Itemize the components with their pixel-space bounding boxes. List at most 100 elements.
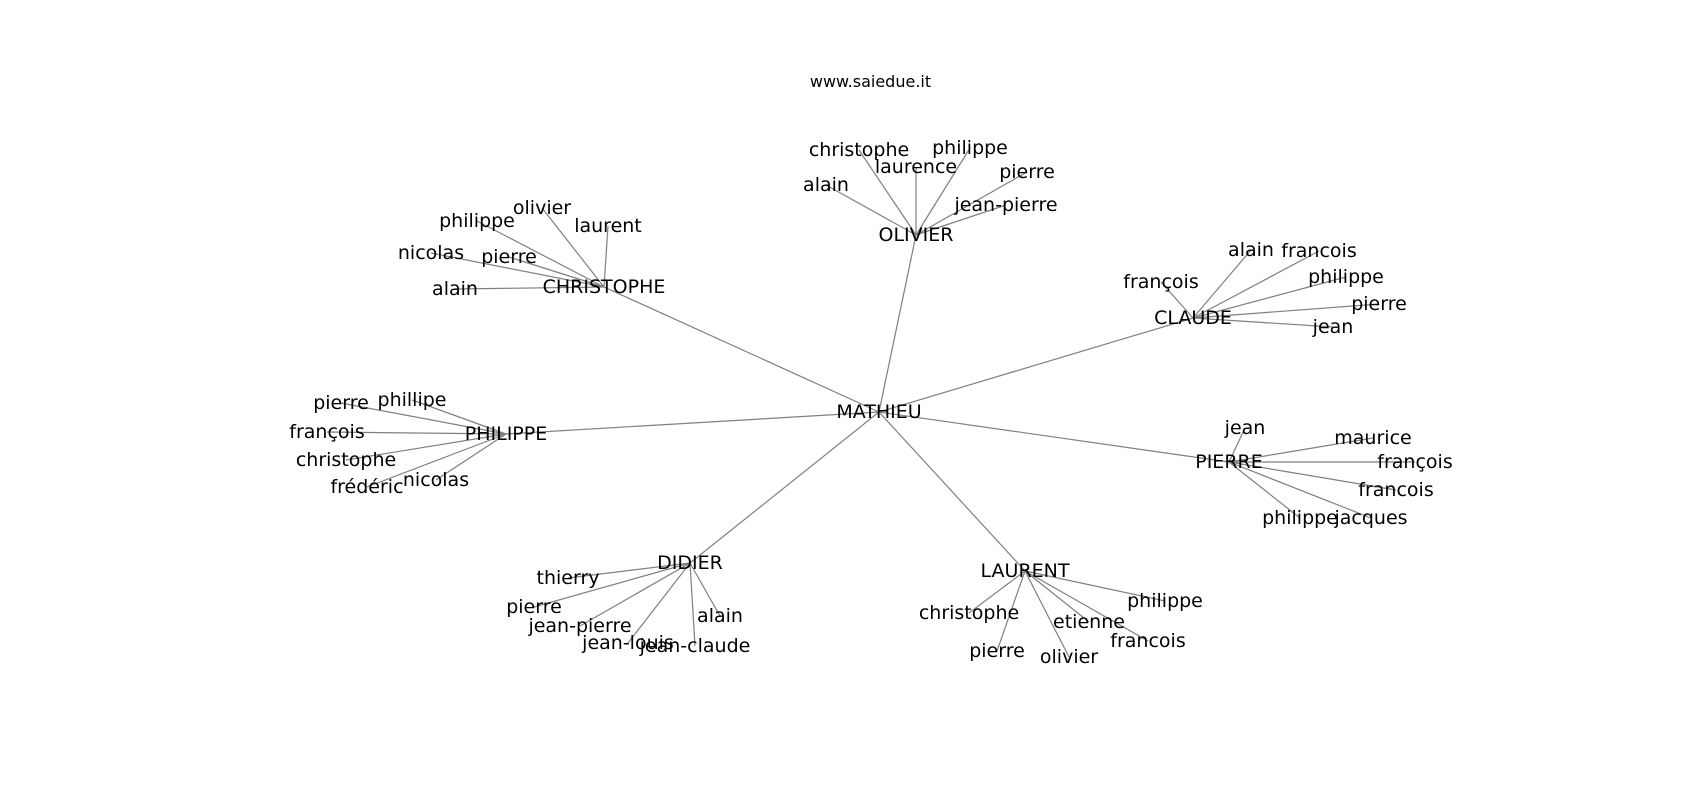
node-leaf: pierre — [999, 161, 1055, 183]
node-leaf: françois — [289, 421, 364, 443]
node-leaf: jacques — [1333, 507, 1407, 529]
edge-laurent-1 — [1024, 570, 1166, 602]
node-leaf: francois — [1358, 479, 1433, 501]
node-hub-philippe: PHILIPPE — [465, 423, 547, 445]
node-leaf: frédéric — [330, 476, 403, 498]
edge-claude-2 — [1160, 281, 1194, 319]
edge-olivier-1 — [915, 147, 971, 236]
node-leaf: alain — [1228, 239, 1274, 261]
edge-philippe-1 — [411, 399, 507, 435]
node-leaf: jean-louis — [581, 632, 674, 654]
edge-christophe-1 — [476, 220, 605, 288]
node-leaf: jean-pierre — [953, 194, 1057, 216]
edge-claude-1 — [1192, 250, 1320, 319]
edge-didier-2 — [579, 562, 691, 627]
node-leaf: jean-claude — [639, 635, 751, 657]
edge-laurent-0 — [968, 570, 1026, 614]
node-leaf: christophe — [809, 139, 909, 161]
node-leaf: pierre — [969, 640, 1025, 662]
edge-laurent-3 — [1024, 570, 1149, 642]
node-leaf: laurent — [574, 215, 642, 237]
edge-claude-5 — [1192, 317, 1334, 328]
node-leaf: maurice — [1334, 427, 1411, 449]
node-leaf: jean-pierre — [527, 615, 631, 637]
edge-didier-1 — [533, 562, 691, 608]
edge-christophe-4 — [508, 256, 605, 288]
node-hub-didier: DIDIER — [657, 552, 723, 574]
edge-laurent-2 — [1024, 570, 1090, 623]
edge-claude-4 — [1192, 303, 1380, 319]
edge-root-philippe — [505, 411, 880, 435]
edge-christophe-5 — [454, 286, 605, 290]
node-leaf: philippe — [1262, 507, 1338, 529]
edge-didier-3 — [627, 562, 691, 644]
edge-olivier-4 — [915, 171, 1028, 236]
node-leaf: olivier — [513, 197, 571, 219]
edge-olivier-5 — [915, 204, 1007, 236]
edge-root-claude — [878, 317, 1194, 413]
edge-philippe-0 — [340, 402, 507, 435]
node-leaf: nicolas — [398, 242, 464, 264]
edge-philippe-3 — [345, 433, 507, 461]
edge-root-laurent — [878, 411, 1026, 572]
edge-pierre-4 — [1228, 461, 1301, 519]
edge-claude-3 — [1192, 276, 1347, 319]
diagram-title: www.saiedue.it — [809, 72, 932, 91]
edge-philippe-5 — [435, 433, 507, 481]
edge-claude-0 — [1192, 249, 1252, 319]
node-leaf: jean — [1224, 417, 1266, 439]
edge-root-pierre — [878, 411, 1230, 463]
edge-pierre-0 — [1228, 427, 1246, 463]
node-leaf: alain — [432, 278, 478, 300]
edge-pierre-1 — [1228, 437, 1374, 463]
node-leaf: christophe — [919, 602, 1019, 624]
node-leaf: philippe — [932, 137, 1008, 159]
node-hub-christophe: CHRISTOPHE — [543, 276, 666, 298]
edge-laurent-5 — [1024, 570, 1070, 658]
node-leaf: christophe — [296, 449, 396, 471]
node-hub-olivier: OLIVIER — [879, 224, 954, 246]
edge-laurent-4 — [996, 570, 1026, 652]
edge-pierre-3 — [1228, 461, 1397, 491]
node-leaf: francois — [1110, 630, 1185, 652]
node-leaf: thierry — [537, 567, 600, 589]
edge-root-olivier — [878, 234, 917, 413]
node-leaf: alain — [697, 605, 743, 627]
edge-olivier-3 — [825, 184, 917, 236]
node-leaf: jean — [1312, 316, 1354, 338]
edge-root-didier — [689, 411, 880, 564]
edge-didier-0 — [567, 562, 691, 579]
edge-philippe-2 — [326, 431, 507, 435]
node-root: MATHIEU — [836, 401, 921, 423]
node-leaf: pierre — [481, 246, 537, 268]
node-leaf: pierre — [506, 596, 562, 618]
node-leaf: etienne — [1053, 611, 1125, 633]
edge-didier-5 — [689, 562, 696, 647]
node-hub-laurent: LAURENT — [981, 560, 1070, 582]
node-leaf: philippe — [1127, 590, 1203, 612]
node-leaf: philippe — [439, 210, 515, 232]
edge-pierre-5 — [1228, 461, 1372, 519]
node-leaf: philippe — [1308, 266, 1384, 288]
edge-root-christophe — [603, 286, 880, 413]
node-leaf: francois — [1281, 240, 1356, 262]
node-hub-claude: CLAUDE — [1154, 307, 1232, 329]
node-leaf: phillipe — [378, 389, 447, 411]
node-leaf: françois — [1377, 451, 1452, 473]
node-hub-pierre: PIERRE — [1195, 451, 1262, 473]
edge-didier-4 — [689, 562, 721, 617]
edge-olivier-0 — [858, 149, 917, 236]
node-leaf: pierre — [313, 392, 369, 414]
node-leaf: alain — [803, 174, 849, 196]
node-leaf: nicolas — [403, 469, 469, 491]
node-leaf: laurence — [875, 156, 957, 178]
node-leaf: pierre — [1351, 293, 1407, 315]
edge-christophe-2 — [603, 225, 609, 288]
edge-christophe-0 — [541, 207, 605, 288]
edges-layer — [326, 147, 1415, 658]
node-leaf: françois — [1123, 271, 1198, 293]
node-leaf: olivier — [1040, 646, 1098, 668]
edge-philippe-4 — [366, 433, 507, 488]
